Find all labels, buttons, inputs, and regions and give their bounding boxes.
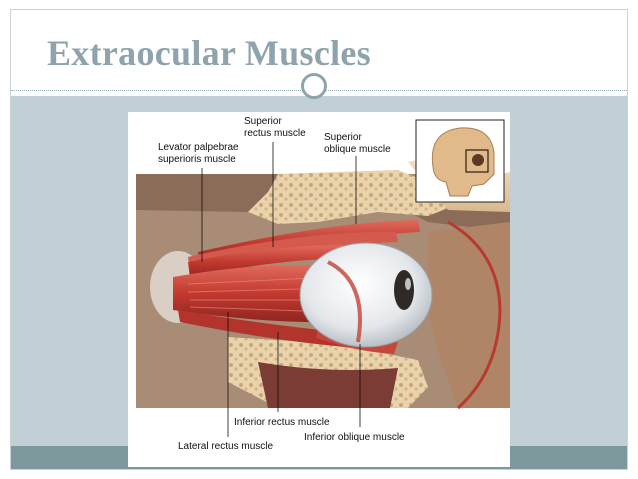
anatomy-drawing (136, 119, 510, 437)
muscle-fibers (187, 276, 339, 313)
label-inferior-rectus: Inferior rectus muscle (234, 417, 330, 428)
label-inferior-oblique: Inferior oblique muscle (304, 432, 405, 443)
label-levator-palpebrae: Levator palpebrae superioris muscle (158, 142, 239, 165)
label-superior-oblique: Superior oblique muscle (324, 132, 391, 155)
eyeball (299, 242, 433, 348)
skull-highlight-box (465, 149, 489, 173)
cornea-pupil (394, 270, 414, 310)
leader-lines (201, 142, 361, 437)
divider-ring-ornament (301, 73, 327, 99)
skull-icon (431, 127, 495, 197)
eye-muscle-illustration: Superior rectus muscle Superior oblique … (128, 112, 510, 467)
cornea-highlight (405, 278, 411, 290)
eyelid-outline (447, 220, 502, 410)
inferior-rectus-muscle-shape (178, 310, 363, 348)
label-superior-rectus: Superior rectus muscle (244, 116, 306, 139)
label-lateral-rectus: Lateral rectus muscle (178, 441, 274, 452)
orbital-roof-bone (248, 170, 458, 224)
muscle-insertion (327, 260, 362, 343)
maxillary-sinus (258, 362, 398, 408)
skull-orbit (472, 154, 484, 166)
slide-title: Extraocular Muscles (47, 33, 371, 73)
